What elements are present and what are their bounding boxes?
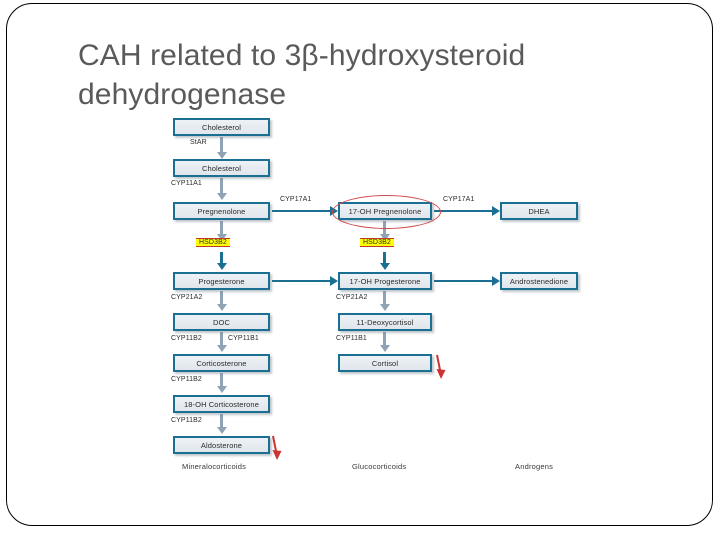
arrow-18oh-to-aldosterone: [216, 414, 227, 434]
enzyme-label-cyp11b2-corticosterone: CYP11B2: [171, 376, 202, 383]
arrow-cholesterol-to-pregnenolone: [216, 178, 227, 200]
highlight-text: HSD3B2: [199, 239, 227, 246]
enzyme-label-cyp11b1-doc: CYP11B1: [228, 335, 259, 342]
node-label: Androstenedione: [509, 276, 569, 286]
node-cholesterol-outer[interactable]: Cholesterol: [173, 118, 270, 136]
node-pregnenolone[interactable]: Pregnenolone: [173, 202, 270, 220]
enzyme-label-cyp17a1-17oh-pregnenolone: CYP17A1: [443, 196, 474, 203]
node-progesterone[interactable]: Progesterone: [173, 272, 270, 290]
category-label-androgens: Androgens: [515, 462, 553, 471]
arrow-hsd3b2-to-17ohprogesterone: [379, 252, 390, 270]
annotation-red-arrow-cortisol: [436, 354, 446, 379]
node-18oh-corticosterone[interactable]: 18-OH Corticosterone: [173, 395, 270, 413]
category-text: Androgens: [515, 462, 554, 471]
node-doc[interactable]: DOC: [173, 313, 270, 331]
node-cholesterol-inner[interactable]: Cholesterol: [173, 159, 270, 177]
node-label: Cholesterol: [201, 163, 242, 173]
arrow-17ohprogesterone-to-11deoxycortisol: [379, 291, 390, 311]
enzyme-label-cyp11a1: CYP11A1: [171, 180, 202, 187]
node-label: Pregnenolone: [197, 206, 246, 216]
node-label: 18-OH Corticosterone: [184, 399, 259, 409]
enzyme-text: CYP11B2: [171, 376, 202, 383]
node-label: 11-Deoxycortisol: [356, 317, 414, 327]
category-text: Mineralocorticoids: [182, 462, 247, 471]
enzyme-label-cyp11b1-deoxycortisol: CYP11B1: [336, 335, 367, 342]
node-label: 17-OH Pregnenolone: [348, 206, 422, 216]
enzyme-text: CYP17A1: [280, 196, 312, 203]
arrow-corticosterone-to-18oh: [216, 373, 227, 393]
enzyme-text: CYP11B2: [171, 417, 202, 424]
node-dhea[interactable]: DHEA: [500, 202, 578, 220]
node-label: Cholesterol: [201, 122, 242, 132]
node-label: Progesterone: [198, 276, 245, 286]
enzyme-text: CYP21A2: [336, 294, 368, 301]
node-17oh-pregnenolone[interactable]: 17-OH Pregnenolone: [338, 202, 432, 220]
node-label: DHEA: [528, 206, 550, 216]
enzyme-text: CYP11B2: [171, 335, 202, 342]
highlighted-enzyme-hsd3b2-right: HSD3B2: [360, 238, 394, 247]
enzyme-text: StAR: [190, 139, 207, 146]
arrow-17ohprogesterone-to-androstenedione: [434, 276, 500, 286]
arrow-progesterone-to-doc: [216, 291, 227, 311]
arrow-17ohpregnenolone-to-hsd3b2: [379, 221, 390, 241]
enzyme-label-cyp21a2-17oh-progesterone: CYP21A2: [336, 294, 367, 301]
node-label: Aldosterone: [200, 440, 243, 450]
enzyme-text: CYP21A2: [171, 294, 203, 301]
enzyme-text: CYP11B1: [336, 335, 367, 342]
category-label-glucocorticoids: Glucocorticoids: [352, 462, 406, 471]
enzyme-label-cyp21a2-progesterone: CYP21A2: [171, 294, 202, 301]
node-17oh-progesterone[interactable]: 17-OH Progesterone: [338, 272, 432, 290]
annotation-red-arrow-aldosterone: [272, 435, 282, 460]
enzyme-text: CYP11B1: [228, 335, 259, 342]
arrow-doc-to-corticosterone: [216, 332, 227, 352]
node-label: Corticosterone: [196, 358, 247, 368]
arrow-pregnenolone-to-hsd3b2: [216, 221, 227, 241]
node-11-deoxycortisol[interactable]: 11-Deoxycortisol: [338, 313, 432, 331]
node-cortisol[interactable]: Cortisol: [338, 354, 432, 372]
steroidogenesis-pathway-diagram: Cholesterol Cholesterol Pregnenolone 17-…: [160, 112, 600, 477]
category-text: Glucocorticoids: [352, 462, 407, 471]
node-aldosterone[interactable]: Aldosterone: [173, 436, 270, 454]
node-corticosterone[interactable]: Corticosterone: [173, 354, 270, 372]
enzyme-text: CYP17A1: [443, 196, 475, 203]
enzyme-label-cyp11b2-doc: CYP11B2: [171, 335, 202, 342]
node-label: DOC: [213, 317, 230, 327]
node-label: 17-OH Progesterone: [349, 276, 421, 286]
arrow-progesterone-to-17ohprogesterone: [272, 276, 338, 286]
node-label: Cortisol: [371, 358, 399, 368]
highlight-text: HSD3B2: [363, 239, 391, 246]
enzyme-label-star: StAR: [190, 139, 207, 146]
category-label-mineralocorticoids: Mineralocorticoids: [182, 462, 246, 471]
enzyme-label-cyp17a1-pregnenolone: CYP17A1: [280, 196, 311, 203]
arrow-11deoxycortisol-to-cortisol: [379, 332, 390, 352]
node-androstenedione[interactable]: Androstenedione: [500, 272, 578, 290]
arrow-17ohpregnenolone-to-dhea: [434, 206, 500, 216]
arrow-hsd3b2-to-progesterone: [216, 252, 227, 270]
enzyme-label-cyp11b2-18oh-corticosterone: CYP11B2: [171, 417, 202, 424]
highlighted-enzyme-hsd3b2-left: HSD3B2: [196, 238, 230, 247]
arrow-cholesterol-to-cholesterol: [216, 137, 227, 159]
arrow-pregnenolone-to-17ohpregnenolone: [272, 206, 338, 216]
enzyme-text: CYP11A1: [171, 180, 202, 187]
page-title: CAH related to 3β-hydroxysteroid dehydro…: [78, 39, 526, 112]
